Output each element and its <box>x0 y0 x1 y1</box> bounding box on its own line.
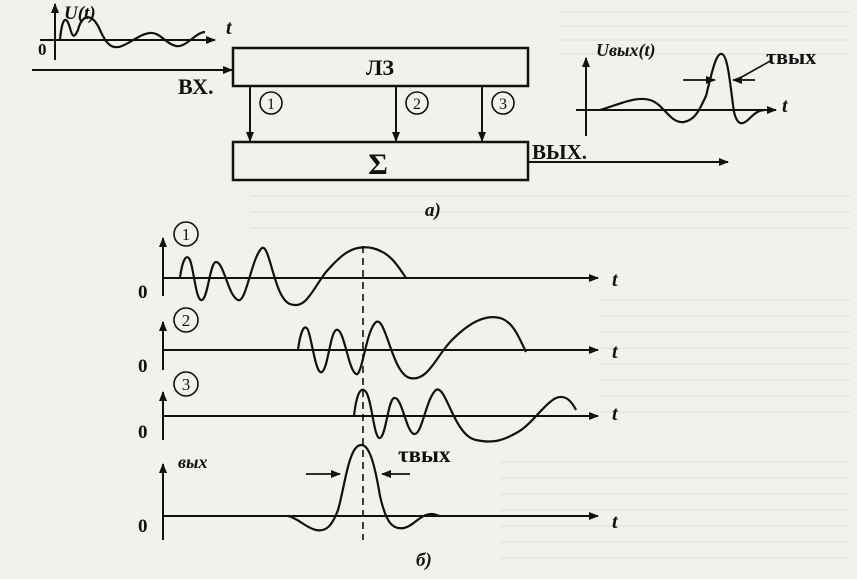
diagram-b: 1 0 t 2 0 t 3 0 t вых <box>138 221 619 571</box>
output-pulse-waveform <box>287 443 441 532</box>
background-texture <box>250 11 850 559</box>
diagram-a: U(t) 0 t ВХ. ЛЗ 1 2 3 Σ ВЫХ. <box>32 3 816 221</box>
row4-marker-label: вых <box>178 452 208 472</box>
row2-waveform <box>296 316 527 380</box>
input-label: ВХ. <box>178 74 214 99</box>
output-label: ВЫХ. <box>532 140 587 164</box>
tap-label-2: 2 <box>413 96 421 113</box>
tap-marker-1 <box>259 91 283 115</box>
tap-marker-2 <box>405 91 429 115</box>
waveform-row-3: 3 0 t <box>138 371 619 443</box>
row3-zero: 0 <box>138 422 148 443</box>
pulse-tau-label: τвых <box>398 442 451 467</box>
output-tau-label: τвых <box>766 44 816 69</box>
row2-zero: 0 <box>138 356 148 377</box>
input-axis-label: U(t) <box>64 3 96 24</box>
delay-line-box <box>231 46 530 88</box>
row3-waveform <box>352 388 577 443</box>
tap-label-3: 3 <box>499 96 507 113</box>
waveform-row-out: вых τвых 0 t <box>138 442 619 540</box>
waveform-row-1: 1 0 t <box>138 221 619 307</box>
row2-t: t <box>612 341 619 363</box>
caption-b: б) <box>416 550 432 571</box>
output-axis-label: Uвых(t) <box>596 40 656 61</box>
input-waveform <box>58 16 206 49</box>
row2-marker <box>173 307 199 333</box>
row4-zero: 0 <box>138 516 148 537</box>
taps: 1 2 3 <box>246 86 515 142</box>
tau-leader <box>739 59 773 79</box>
row2-marker-label: 2 <box>182 311 191 330</box>
row4-t: t <box>612 511 619 533</box>
row1-zero: 0 <box>138 282 148 303</box>
output-signal-plot: Uвых(t) τвых t <box>576 40 816 136</box>
output-t-label: t <box>782 95 789 117</box>
row3-marker <box>173 371 199 397</box>
row1-marker-label: 1 <box>182 225 191 244</box>
tap-label-1: 1 <box>267 96 275 113</box>
row1-marker <box>173 221 199 247</box>
summator-label: Σ <box>368 148 388 181</box>
caption-a: а) <box>425 200 441 221</box>
input-signal-plot: U(t) 0 t <box>38 3 233 60</box>
row3-marker-label: 3 <box>182 375 191 394</box>
input-zero-label: 0 <box>38 40 47 59</box>
input-t-label: t <box>226 17 233 39</box>
tap-marker-3 <box>491 91 515 115</box>
delay-line-label: ЛЗ <box>366 55 394 80</box>
row1-t: t <box>612 269 619 291</box>
output-waveform <box>599 52 766 125</box>
row3-t: t <box>612 403 619 425</box>
row1-waveform <box>178 246 407 307</box>
waveform-row-2: 2 0 t <box>138 307 619 380</box>
